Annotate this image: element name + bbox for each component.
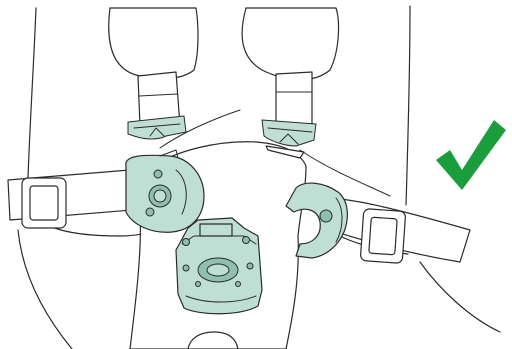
right-shoulder-pad bbox=[242, 8, 338, 80]
left-shoulder-pad bbox=[109, 8, 198, 78]
right-shoulder-clip bbox=[262, 120, 316, 146]
checkmark-icon bbox=[436, 120, 506, 190]
center-buckle bbox=[176, 218, 262, 314]
right-shoulder-strap bbox=[276, 72, 312, 124]
